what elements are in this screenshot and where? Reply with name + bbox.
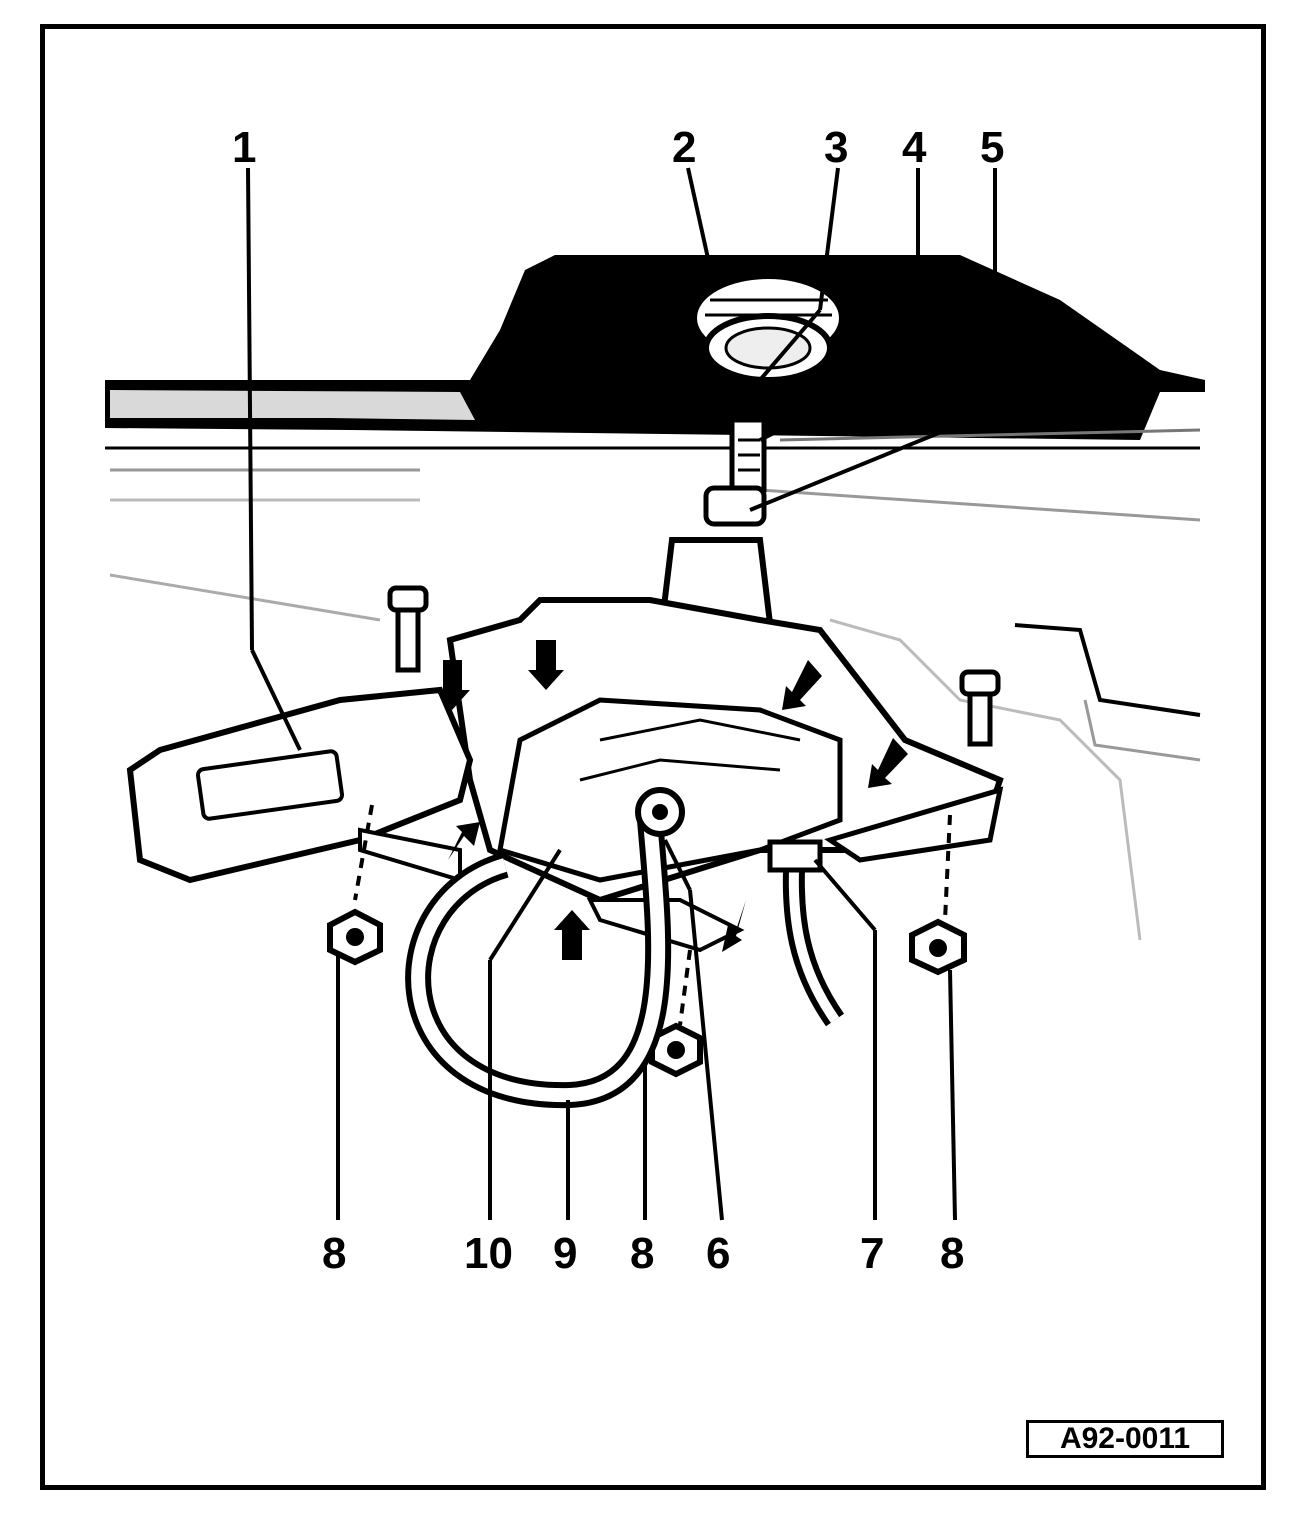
- callout-5: 5: [980, 123, 1004, 172]
- nut-right: [909, 918, 967, 976]
- stud-lines: [353, 804, 952, 1026]
- nut-center: [649, 1022, 703, 1078]
- diagram-frame: [40, 24, 1266, 1490]
- callout-9: 9: [553, 1229, 577, 1278]
- leader-lines: [246, 167, 997, 1221]
- bolt-left: [387, 585, 429, 673]
- tailgate-panel: [105, 255, 1205, 522]
- callout-2: 2: [672, 123, 696, 172]
- callout-8-right: 8: [940, 1229, 964, 1278]
- callout-8-center: 8: [630, 1229, 654, 1278]
- shaft-seal: [697, 279, 839, 383]
- nut-left: [327, 908, 383, 966]
- callouts: 1 2 3 4 5 8 10 9 8 6 7 8: [232, 123, 1004, 1278]
- body-trim: [109, 573, 1201, 941]
- callout-1: 1: [232, 123, 256, 172]
- callout-4: 4: [902, 123, 927, 172]
- motor-housing: [126, 597, 1004, 960]
- callout-10: 10: [464, 1229, 513, 1278]
- callout-6: 6: [706, 1229, 730, 1278]
- bolt-right: [959, 669, 1001, 747]
- ground-strap: [405, 787, 685, 1109]
- callout-7: 7: [860, 1229, 884, 1278]
- wiring-harness: [767, 839, 845, 1027]
- callout-8-left: 8: [322, 1229, 346, 1278]
- figure-id-label: A92-0011: [1026, 1420, 1224, 1458]
- callout-3: 3: [824, 123, 848, 172]
